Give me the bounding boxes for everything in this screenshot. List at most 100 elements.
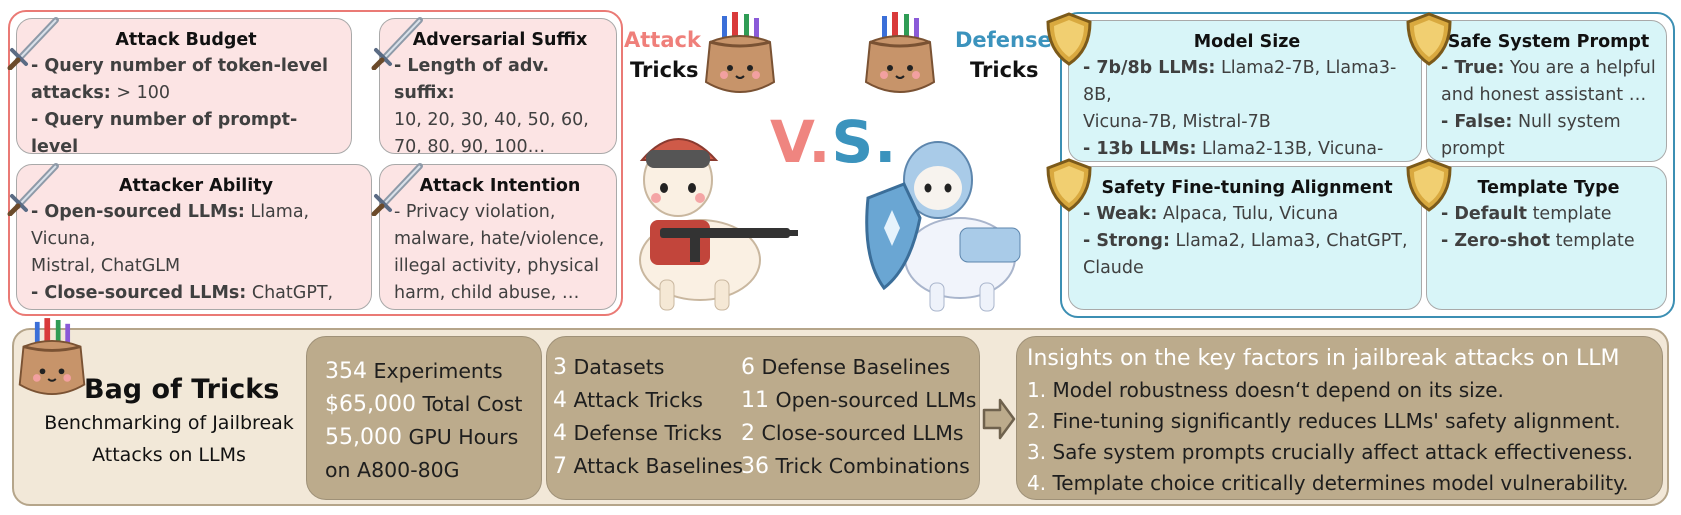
defense-card-template-type: Template Type - Default template- Zero-s… bbox=[1426, 166, 1667, 310]
card-line-key: - Zero-shot bbox=[1441, 231, 1551, 251]
card-line-text: Mistral, ChatGLM bbox=[31, 256, 181, 276]
stat-label: Attack Baselines bbox=[567, 454, 744, 478]
defense-label: Defense bbox=[955, 28, 1052, 52]
card-line: - True: You are a helpful bbox=[1441, 55, 1656, 82]
card-line: - 7b/8b LLMs: Llama2-7B, Llama3-8B, bbox=[1083, 55, 1411, 109]
card-line-key: - Query number of token-level bbox=[31, 56, 328, 76]
card-line-text: Claude bbox=[1083, 258, 1144, 278]
stat-label: on A800-80G bbox=[325, 458, 460, 482]
stat-label: Experiments bbox=[367, 359, 503, 383]
stat-number: 55,000 bbox=[325, 425, 402, 450]
card-line: - Query number of token-level bbox=[31, 53, 341, 80]
stat-number: 11 bbox=[741, 388, 769, 413]
bag-of-tricks-subtitle-2: Attacks on LLMs bbox=[92, 444, 246, 466]
card-title: Safety Fine-tuning Alignment bbox=[1101, 178, 1393, 198]
stat-row: 3 Datasets bbox=[553, 351, 743, 384]
shield-icon bbox=[1406, 12, 1452, 66]
insights-list: 1. Model robustness doesn‘t depend on it… bbox=[1027, 375, 1662, 499]
card-line-text: You are a helpful bbox=[1504, 58, 1656, 78]
card-line-text: Llama2, Llama3, ChatGPT, bbox=[1169, 231, 1408, 251]
card-line-key: - True: bbox=[1441, 58, 1505, 78]
card-line-text: Llama, Vicuna, bbox=[31, 202, 310, 249]
card-line-text: - Privacy violation, bbox=[394, 202, 556, 222]
card-title: Model Size bbox=[1193, 32, 1301, 52]
card-line: - Query number of prompt-level bbox=[31, 107, 341, 153]
card-line-key: - Close-sourced LLMs: bbox=[31, 283, 247, 303]
card-title: Attacker Ability bbox=[118, 176, 274, 196]
insight-text: Model robustness doesn‘t depend on its s… bbox=[1046, 378, 1504, 402]
sword-icon bbox=[7, 17, 59, 70]
attack-card-intention: Attack Intention - Privacy violation, mal… bbox=[379, 164, 617, 310]
stat-row: 4 Defense Tricks bbox=[553, 417, 743, 450]
card-lines: - Privacy violation, malware, hate/violen… bbox=[394, 199, 606, 307]
sword-icon bbox=[7, 163, 59, 216]
card-line-key: - Open-sourced LLMs: bbox=[31, 202, 245, 222]
card-title: Adversarial Suffix bbox=[412, 30, 588, 50]
card-line: 10, 20, 30, 40, 50, 60, bbox=[394, 107, 606, 134]
attack-tricks-label: Tricks bbox=[630, 58, 699, 82]
card-line-text: illegal activity, physical bbox=[394, 256, 599, 276]
card-line: - Weak: Alpaca, Tulu, Vicuna bbox=[1083, 201, 1411, 228]
stat-number: 6 bbox=[741, 355, 755, 380]
insight-item: 4. Template choice critically determines… bbox=[1027, 468, 1662, 499]
attack-tricks-panel bbox=[8, 10, 623, 316]
stat-number: 4 bbox=[553, 388, 567, 413]
insight-item: 2. Fine-tuning significantly reduces LLM… bbox=[1027, 406, 1662, 437]
card-line-key: - Default bbox=[1441, 204, 1527, 224]
card-lines: - True: You are a helpful and honest assi… bbox=[1441, 55, 1656, 161]
card-title: Template Type bbox=[1477, 178, 1620, 198]
card-lines: - Default template- Zero-shot template bbox=[1441, 201, 1656, 255]
stat-label: Total Cost bbox=[415, 392, 523, 416]
card-title: Attack Intention bbox=[419, 176, 581, 196]
card-line-text: malware, hate/violence, bbox=[394, 229, 605, 249]
bag-of-tricks-title: Bag of Tricks bbox=[84, 374, 280, 405]
stat-label: Datasets bbox=[567, 355, 665, 379]
card-line-text: 10, 20, 30, 40, 50, 60, bbox=[394, 110, 589, 130]
card-line: - Close-sourced LLMs: ChatGPT, bbox=[31, 280, 361, 307]
stat-label: Close-sourced LLMs bbox=[755, 421, 964, 445]
card-lines: - Open-sourced LLMs: Llama, Vicuna, Mistr… bbox=[31, 199, 361, 309]
card-line-text: Alpaca, Tulu, Vicuna bbox=[1157, 204, 1339, 224]
stat-row: 4 Attack Tricks bbox=[553, 384, 743, 417]
shield-icon bbox=[1406, 158, 1452, 212]
stat-label: Open-sourced LLMs bbox=[769, 388, 977, 412]
arrow-right-icon bbox=[982, 398, 1016, 440]
card-line-text: Llama2-13B, Vicuna-13B bbox=[1202, 139, 1384, 159]
card-line-text: template bbox=[1550, 231, 1635, 251]
insight-item: 3. Safe system prompts crucially affect … bbox=[1027, 437, 1662, 468]
insights-title: Insights on the key factors in jailbreak… bbox=[1027, 346, 1620, 371]
insight-text: Fine-tuning significantly reduces LLMs' … bbox=[1046, 409, 1621, 433]
stat-row: 7 Attack Baselines bbox=[553, 450, 743, 483]
card-line-text: and honest assistant … bbox=[1441, 85, 1647, 105]
attack-llama-illustration bbox=[639, 138, 798, 311]
card-line: - Privacy violation, bbox=[394, 199, 606, 226]
insight-number: 4. bbox=[1027, 471, 1047, 495]
card-line: attacks: > 100 bbox=[31, 80, 341, 107]
card-line-key: - 13b LLMs: bbox=[1083, 139, 1197, 159]
stat-label: GPU Hours bbox=[401, 425, 519, 449]
card-line-text: prompt bbox=[1441, 139, 1505, 159]
defense-card-safe-system-prompt: Safe System Prompt - True: You are a hel… bbox=[1426, 20, 1667, 162]
stat-number: 3 bbox=[553, 355, 567, 380]
insight-item: 1. Model robustness doesn‘t depend on it… bbox=[1027, 375, 1662, 406]
shield-icon bbox=[1046, 12, 1092, 66]
card-title: Attack Budget bbox=[115, 30, 257, 50]
bag-of-tricks-icon bbox=[704, 12, 776, 93]
stat-row: 2 Close-sourced LLMs bbox=[741, 417, 976, 450]
stat-number: 7 bbox=[553, 454, 567, 479]
stat-number: 36 bbox=[741, 454, 769, 479]
card-lines: - 7b/8b LLMs: Llama2-7B, Llama3-8B,Vicun… bbox=[1083, 55, 1411, 161]
stat-label: Defense Baselines bbox=[755, 355, 951, 379]
sword-icon bbox=[371, 163, 423, 216]
card-line: - Open-sourced LLMs: Llama, Vicuna, bbox=[31, 199, 361, 253]
defense-card-fine-tuning: Safety Fine-tuning Alignment - Weak: Alp… bbox=[1068, 166, 1422, 310]
bag-of-tricks-icon bbox=[18, 318, 86, 395]
card-line: harm, child abuse, … bbox=[394, 280, 606, 307]
insight-number: 3. bbox=[1027, 440, 1047, 464]
insight-text: Template choice critically determines mo… bbox=[1046, 471, 1629, 495]
stat-row: 6 Defense Baselines bbox=[741, 351, 976, 384]
